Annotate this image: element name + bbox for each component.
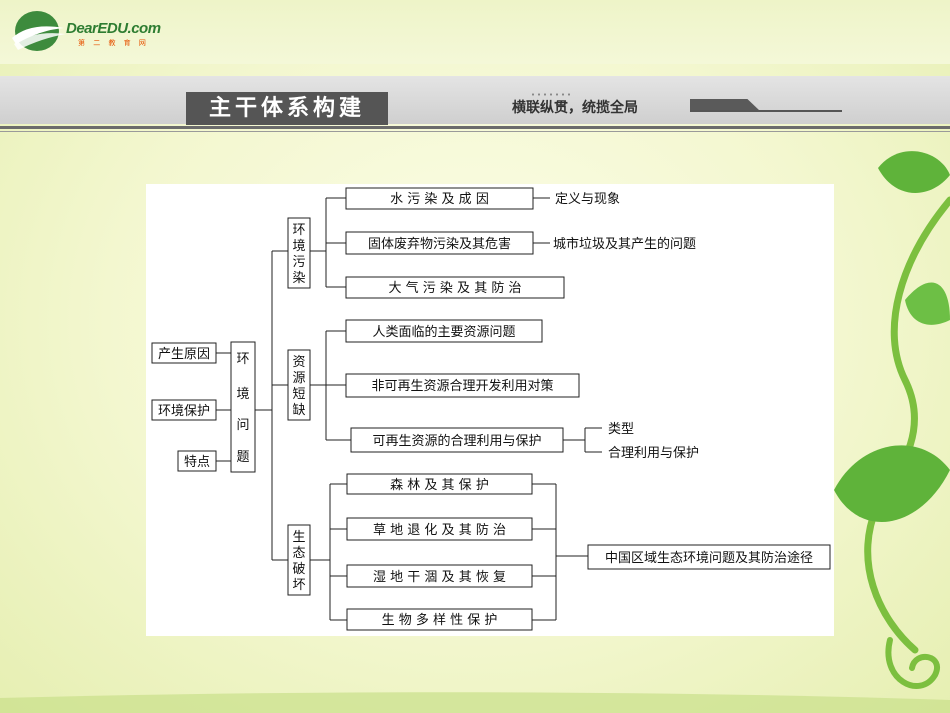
left-node-protection: 环境保护: [151, 399, 217, 421]
left-node-cause: 产生原因: [151, 342, 217, 364]
pollution-item-air: 大 气 污 染 及 其 防 治: [345, 276, 565, 299]
ecology-item-biodiversity: 生 物 多 样 性 保 护: [346, 608, 533, 631]
center-char: 问: [236, 418, 249, 433]
dots-decoration: [530, 93, 570, 96]
ecology-item-grassland: 草 地 退 化 及 其 防 治: [346, 517, 533, 541]
group-title-char: 短: [292, 387, 305, 402]
group-title-char: 污: [292, 255, 305, 270]
header-divider-thin: [0, 131, 950, 132]
item-label: 草 地 退 化 及 其 防 治: [373, 522, 506, 538]
header-arrow-bar: [690, 99, 760, 111]
center-char: 题: [236, 450, 249, 465]
note-rational-use: 合理利用与保护: [608, 446, 699, 461]
pollution-item-solid-waste: 固体废弃物污染及其危害: [345, 231, 534, 255]
left-node-label: 产生原因: [158, 347, 210, 362]
ecology-item-wetland: 湿 地 干 涸 及 其 恢 复: [346, 564, 533, 588]
group-title-char: 生: [292, 530, 305, 545]
center-char: 境: [236, 387, 249, 402]
note-urban-waste: 城市垃圾及其产生的问题: [553, 236, 696, 252]
header-band: [0, 76, 950, 124]
header-underline: [690, 110, 842, 112]
group-title-pollution: 环 境 污 染: [287, 217, 311, 289]
item-label: 湿 地 干 涸 及 其 恢 复: [373, 570, 506, 585]
logo-swoosh-icon: [12, 11, 66, 51]
left-node-features: 特点: [177, 450, 217, 472]
resource-item-renewable: 可再生资源的合理利用与保护: [350, 427, 564, 453]
header-divider: [0, 126, 950, 129]
ecology-item-forest: 森 林 及 其 保 护: [346, 473, 533, 495]
item-label: 水 污 染 及 成 因: [390, 192, 489, 207]
group-title-char: 破: [292, 562, 305, 577]
item-label: 中国区域生态环境问题及其防治途径: [605, 550, 813, 566]
item-label: 森 林 及 其 保 护: [390, 478, 489, 493]
note-types: 类型: [608, 422, 634, 437]
group-title-char: 态: [292, 546, 305, 561]
group-title-char: 资: [292, 355, 305, 370]
resource-item-main-issues: 人类面临的主要资源问题: [345, 319, 543, 343]
left-node-label: 环境保护: [158, 404, 210, 419]
center-char: 环: [236, 352, 249, 367]
note-definition: 定义与现象: [555, 192, 620, 207]
section-title: 主干体系构建: [186, 92, 388, 125]
logo-brand: DearEDU.com: [66, 20, 161, 37]
ecology-summary-node: 中国区域生态环境问题及其防治途径: [587, 544, 831, 570]
item-label: 固体废弃物污染及其危害: [368, 236, 511, 252]
pollution-item-water: 水 污 染 及 成 因: [345, 187, 534, 210]
logo-tagline: 第 二 教 育 网: [78, 39, 149, 47]
item-label: 大 气 污 染 及 其 防 治: [389, 280, 522, 296]
connector-lines: [216, 197, 602, 621]
center-node: 环 境 问 题: [230, 341, 256, 473]
group-title-char: 坏: [292, 578, 305, 593]
left-node-label: 特点: [184, 455, 210, 470]
item-label: 可再生资源的合理利用与保护: [372, 433, 541, 449]
group-title-char: 缺: [292, 403, 305, 418]
group-title-ecology: 生 态 破 坏: [287, 524, 311, 596]
group-title-char: 境: [292, 239, 305, 254]
group-title-char: 染: [292, 271, 305, 286]
resource-item-nonrenewable: 非可再生资源合理开发利用对策: [345, 373, 580, 398]
item-label: 生 物 多 样 性 保 护: [382, 612, 498, 628]
group-title-char: 环: [292, 223, 305, 238]
group-title-resources: 资 源 短 缺: [287, 349, 311, 421]
item-label: 非可再生资源合理开发利用对策: [371, 378, 553, 394]
section-subtitle: 横联纵贯，统揽全局: [512, 100, 638, 116]
logo-bar: DearEDU.com 第 二 教 育 网: [0, 0, 950, 64]
item-label: 人类面临的主要资源问题: [372, 324, 515, 340]
group-title-char: 源: [292, 371, 305, 386]
